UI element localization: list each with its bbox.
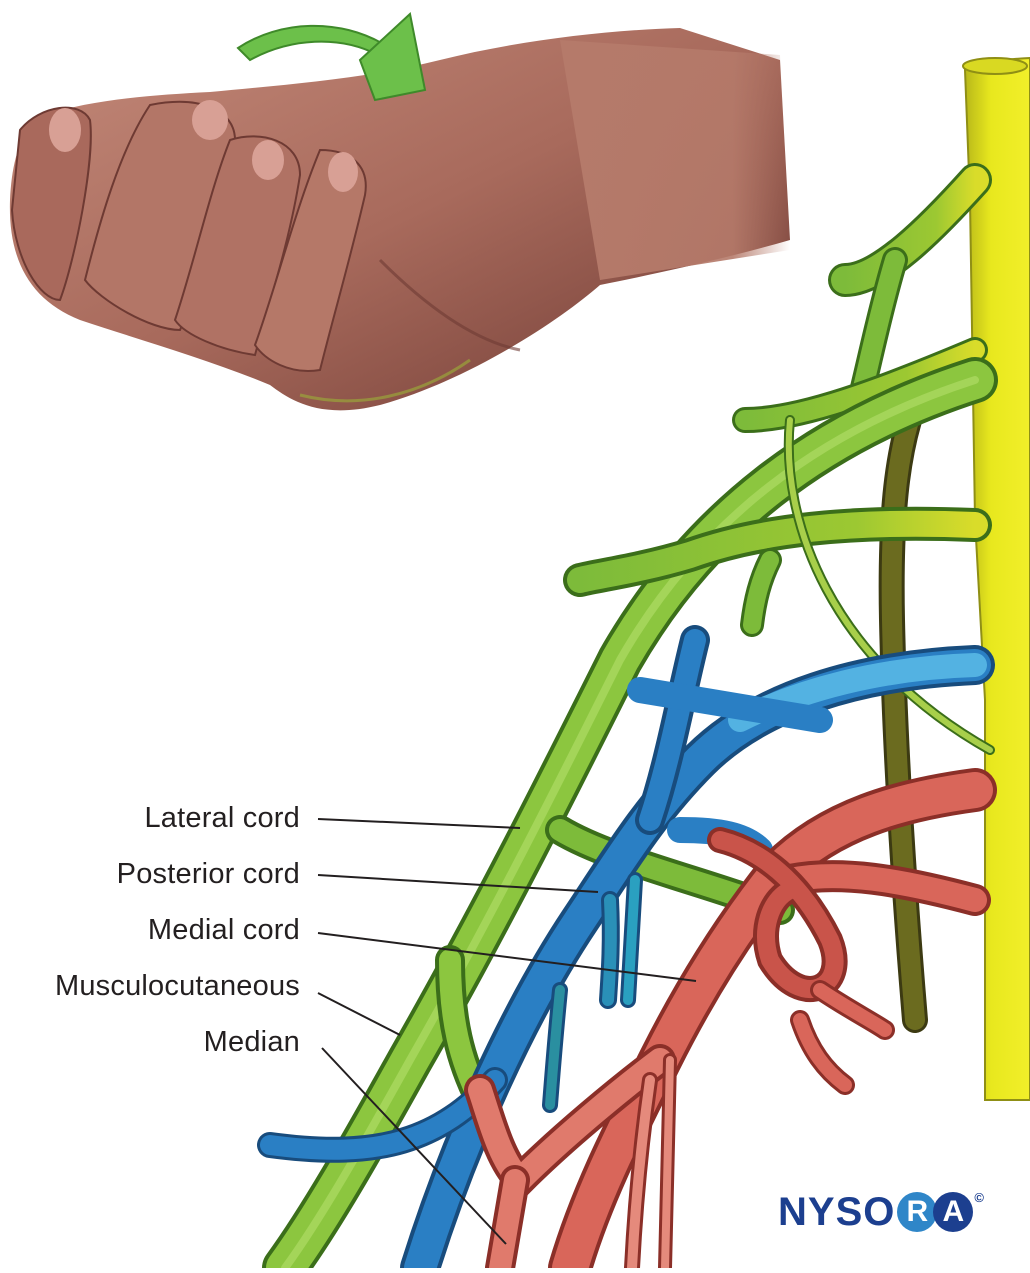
label-posterior-cord: Posterior cord [116, 858, 300, 890]
label-medial-cord: Medial cord [147, 914, 300, 946]
lateral-cord-branches [262, 163, 998, 1273]
leader-line-lateral-cord [317, 818, 521, 829]
label-median: Median [203, 1026, 300, 1058]
nysora-logo: NYSO R A © [778, 1190, 984, 1234]
leader-line-posterior-cord [317, 874, 599, 893]
leader-line-medial-cord [317, 932, 697, 982]
logo-a-circle: A [933, 1192, 974, 1232]
logo-r-circle: R [897, 1192, 938, 1232]
leader-line-median [321, 1047, 507, 1245]
label-lateral-cord: Lateral cord [144, 802, 300, 834]
rotation-arrow-icon [236, 12, 427, 102]
copyright-icon: © [974, 1190, 984, 1205]
hand-illustration [9, 28, 790, 411]
spinal-trunk [962, 56, 1030, 1101]
medial-cord-branches [464, 768, 997, 1273]
label-musculocutaneous: Musculocutaneous [54, 970, 300, 1002]
leader-line-musculocutaneous [317, 992, 401, 1036]
logo-text: NYSO [778, 1190, 896, 1234]
leader-lines [317, 818, 697, 1245]
dark-branch [878, 357, 943, 1033]
